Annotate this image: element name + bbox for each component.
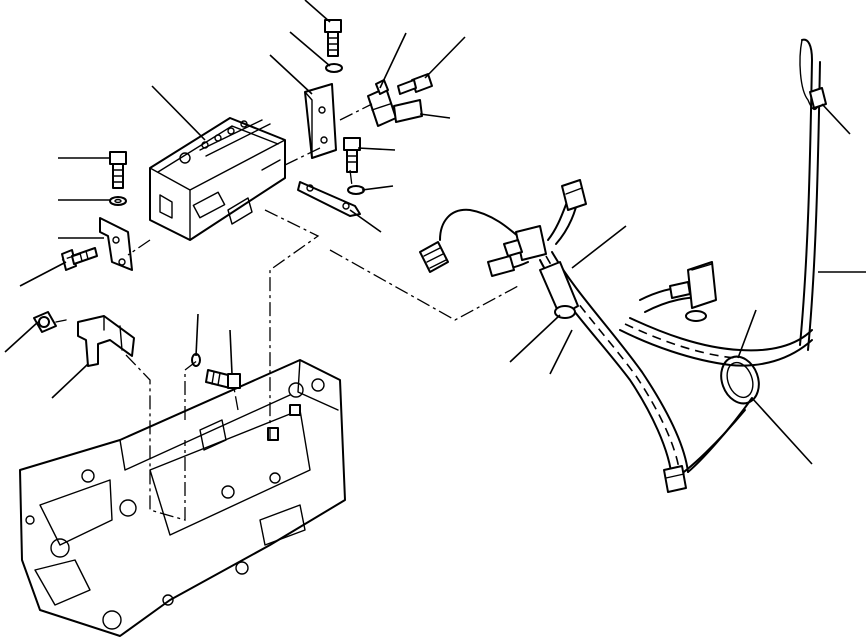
controller-box — [149, 117, 286, 241]
callout-leader — [304, 0, 331, 23]
bolt — [343, 137, 361, 173]
callout-leader — [821, 103, 851, 135]
bolt — [324, 19, 342, 57]
callout-leader — [229, 329, 233, 375]
mounting-bracket-left — [99, 217, 133, 271]
callout-leader — [151, 85, 206, 141]
callout-leader — [289, 31, 331, 67]
bolt — [109, 151, 127, 189]
callout-leader — [509, 314, 561, 363]
callout-leaders — [4, 0, 866, 465]
callout-leader — [571, 225, 627, 269]
callout-leader — [419, 113, 451, 119]
cable-clip — [297, 181, 361, 217]
callout-leader — [195, 313, 199, 357]
sensor — [669, 261, 717, 322]
connector — [561, 179, 587, 211]
callout-leader — [751, 397, 813, 465]
callout-leader — [269, 54, 313, 95]
washer — [347, 185, 365, 195]
callout-leader — [737, 309, 757, 359]
callout-leader — [357, 147, 396, 151]
connector — [539, 261, 579, 319]
bolt — [61, 247, 98, 271]
frame-panel — [19, 359, 346, 637]
connector — [419, 241, 449, 273]
bolt — [205, 369, 241, 389]
washer — [109, 196, 127, 206]
connector — [663, 465, 687, 493]
connector — [33, 311, 67, 333]
callout-leader — [349, 209, 382, 233]
frame-stud — [289, 404, 301, 416]
callout-leader — [51, 363, 89, 399]
callout-leader — [361, 185, 394, 191]
callout-leader — [19, 261, 67, 287]
mounting-bracket-right — [304, 83, 337, 159]
callout-leader — [549, 329, 573, 375]
connector — [487, 255, 515, 277]
callout-leader — [4, 321, 39, 353]
connector — [503, 225, 547, 261]
callout-leader — [424, 36, 466, 79]
mounting-bracket-left — [77, 315, 135, 367]
cable-clip — [809, 87, 827, 109]
fuse-holder — [367, 79, 423, 127]
frame-stud — [267, 427, 279, 441]
bolt — [397, 73, 433, 95]
callout-leader — [379, 32, 407, 89]
harness-clamp — [720, 355, 760, 405]
assembly-lines — [61, 103, 521, 521]
